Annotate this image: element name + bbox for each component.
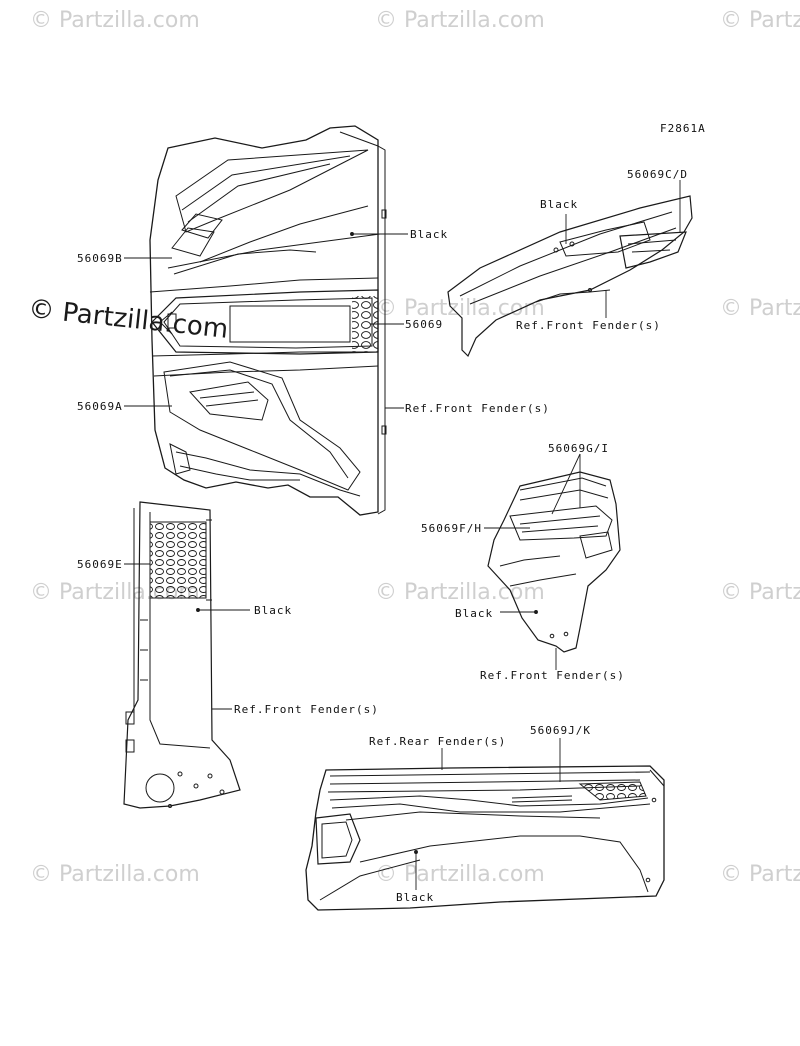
color-label-black: Black <box>396 891 435 904</box>
watermark: © Partzilla.com <box>720 8 800 33</box>
ref-front-fender-label: Ref.Front Fender(s) <box>480 669 625 682</box>
part-number-56069g-i[interactable]: 56069G/I <box>548 442 609 455</box>
front-fender-side-piece <box>487 471 621 653</box>
watermark: © Partzilla.com <box>30 862 200 887</box>
part-number-56069b[interactable]: 56069B <box>77 252 123 265</box>
ref-rear-fender-label: Ref.Rear Fender(s) <box>369 735 507 748</box>
watermark: © Partzilla.com <box>720 862 800 887</box>
watermark: © Partzilla.com <box>375 296 545 321</box>
watermark: © Partzilla.com <box>720 296 800 321</box>
color-label-black: Black <box>254 604 293 617</box>
part-number-56069a[interactable]: 56069A <box>77 400 123 413</box>
watermark: © Partzilla.com <box>720 580 800 605</box>
color-label-black: Black <box>410 228 449 241</box>
watermark: © Partzilla.com <box>375 8 545 33</box>
rear-fender-piece <box>305 765 665 911</box>
part-number-56069e[interactable]: 56069E <box>77 558 123 571</box>
front-fender-right-piece <box>447 195 693 358</box>
watermark: © Partzilla.com <box>375 580 545 605</box>
ref-front-fender-label: Ref.Front Fender(s) <box>405 402 550 415</box>
front-fender-panel <box>149 125 387 516</box>
color-label-black: Black <box>455 607 494 620</box>
leader-lines <box>124 180 681 890</box>
color-label-black: Black <box>540 198 579 211</box>
front-fender-side-panel <box>123 501 241 809</box>
watermark: © Partzilla.com <box>30 8 200 33</box>
ref-front-fender-label: Ref.Front Fender(s) <box>234 703 379 716</box>
ref-front-fender-label: Ref.Front Fender(s) <box>516 319 661 332</box>
part-number-56069c-d[interactable]: 56069C/D <box>627 168 688 181</box>
part-number-56069f-h[interactable]: 56069F/H <box>421 522 482 535</box>
part-number-56069[interactable]: 56069 <box>405 318 444 331</box>
figure-code: F2861A <box>660 122 706 135</box>
part-number-56069j-k[interactable]: 56069J/K <box>530 724 591 737</box>
watermark: © Partzilla.com <box>375 862 545 887</box>
